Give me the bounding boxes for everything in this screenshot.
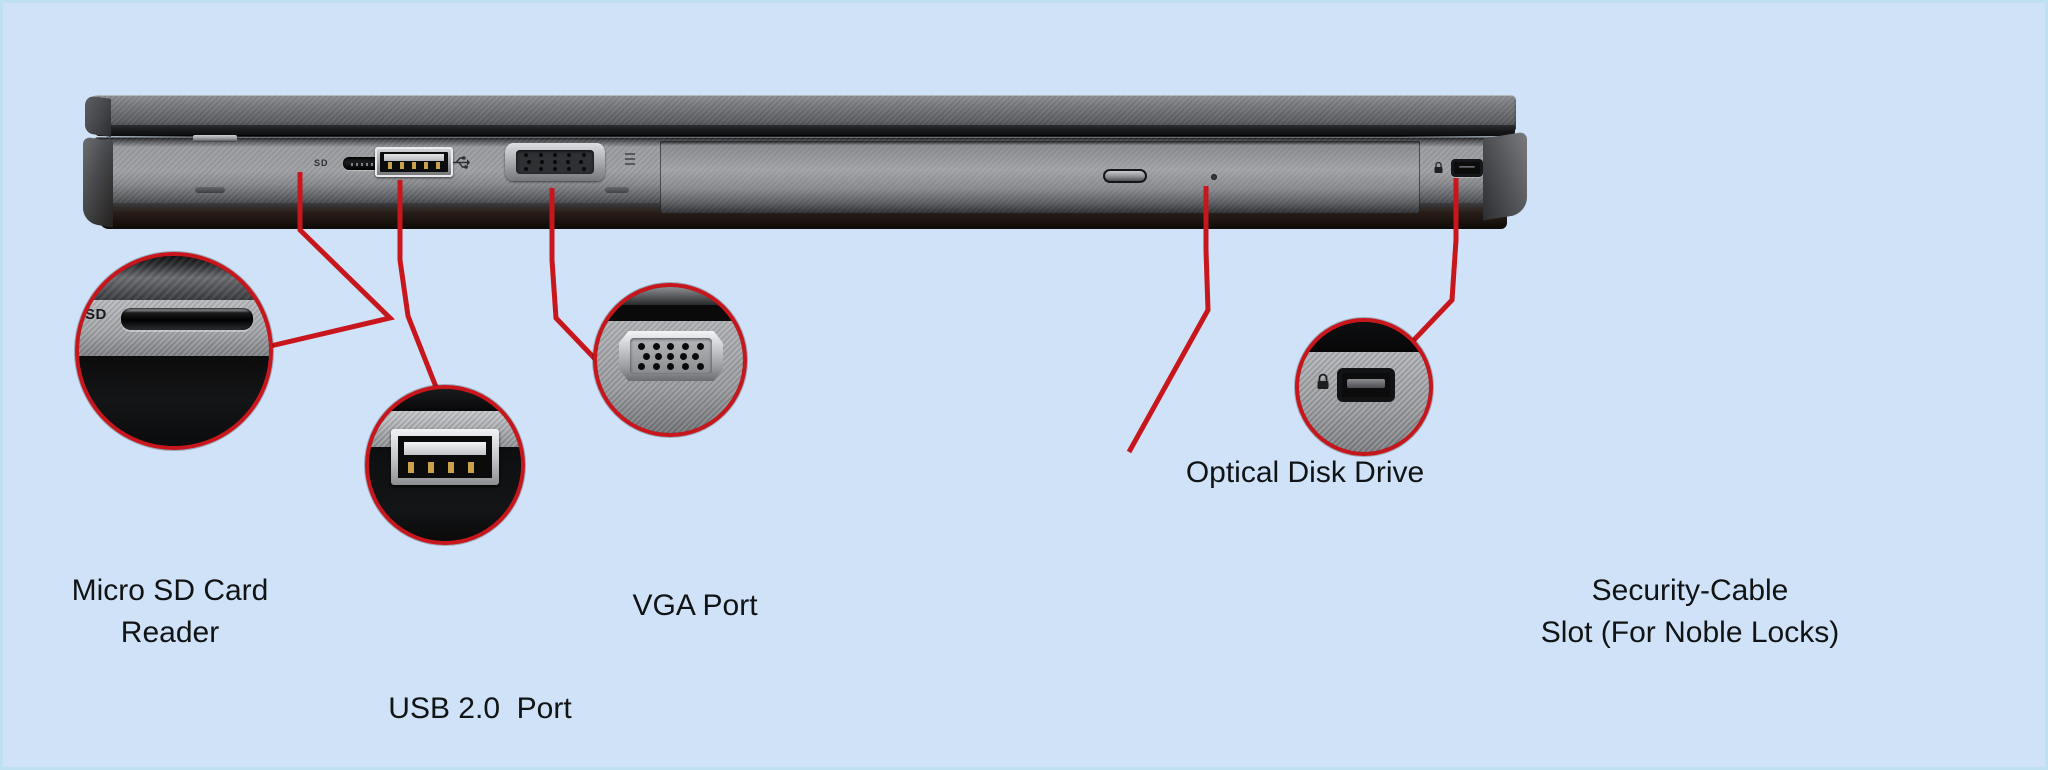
optical-disk-drive-tray [660, 141, 1420, 213]
laptop-base-left-corner [83, 136, 113, 228]
vga-detail-dark-band [597, 305, 743, 323]
security-cable-slot [1451, 159, 1483, 177]
usb-detail-upper-shell [369, 389, 521, 415]
vga-detail-upper-shell [597, 287, 743, 309]
callout-security-detail [1299, 322, 1429, 452]
sd-slot-marking: SD [314, 158, 329, 168]
vga-pin-row [519, 152, 591, 159]
callout-circle-micro-sd: SD [75, 252, 273, 450]
usb-detail-port [391, 429, 499, 485]
usb-port-cavity [380, 152, 448, 172]
usb-detail-cavity [398, 436, 492, 478]
callout-usb-detail [369, 389, 521, 541]
laptop-base-right-corner [1483, 131, 1527, 221]
callout-vga-detail [597, 287, 743, 433]
laptop-lid-corner [85, 95, 111, 137]
usb-detail-pins [408, 462, 482, 473]
vga-detail-pin-row [634, 351, 708, 361]
vga-port [505, 143, 605, 181]
security-detail-slot [1337, 368, 1395, 402]
security-detail-lock-icon [1315, 372, 1331, 394]
lock-symbol-icon [1433, 161, 1445, 175]
callout-circle-vga [593, 283, 747, 437]
security-detail-upper-shell [1299, 322, 1429, 356]
label-optical-disk-drive: Optical Disk Drive [1185, 456, 1425, 489]
laptop-seam [99, 135, 1514, 138]
sd-detail-lower-shell [79, 356, 269, 446]
vga-detail-pin-row [634, 361, 708, 371]
usb-2-0-port [375, 147, 453, 177]
chassis-screw-mark-left [195, 187, 225, 193]
label-micro-sd-card-reader: Micro SD Card Reader [71, 574, 269, 649]
usb-detail-tongue [404, 442, 486, 455]
vga-port-pin-grid [516, 150, 594, 174]
chassis-screw-mark-right [605, 187, 629, 193]
vga-pin-row [519, 165, 591, 172]
laptop-lid-edge [95, 125, 1515, 136]
optical-drive-activity-led [1211, 174, 1217, 180]
callout-circle-usb [365, 385, 525, 545]
vga-detail-pin-grid [630, 338, 712, 374]
vga-pin-row [519, 159, 591, 166]
vga-detail-pin-row [634, 341, 708, 351]
label-security-cable-slot: Security-Cable Slot (For Noble Locks) [1540, 574, 1840, 649]
label-usb-2-0-port: USB 2.0 Port [388, 692, 572, 725]
sd-detail-upper-shell [79, 256, 269, 304]
callout-micro-sd-detail: SD [79, 256, 269, 446]
lid-latch-notch [193, 135, 237, 142]
sd-detail-slot-opening [121, 308, 253, 330]
optical-drive-eject-button[interactable] [1103, 169, 1147, 183]
usb-port-pins [388, 162, 440, 169]
callout-circle-security-cable-slot [1295, 318, 1433, 456]
usb-port-tongue [384, 154, 444, 161]
sd-detail-marking-text: SD [85, 306, 107, 323]
chassis-vent-mark [625, 153, 635, 167]
laptop-side-profile: SD [83, 95, 1527, 245]
label-vga-port: VGA Port [632, 589, 758, 622]
vga-detail-port [619, 331, 723, 381]
